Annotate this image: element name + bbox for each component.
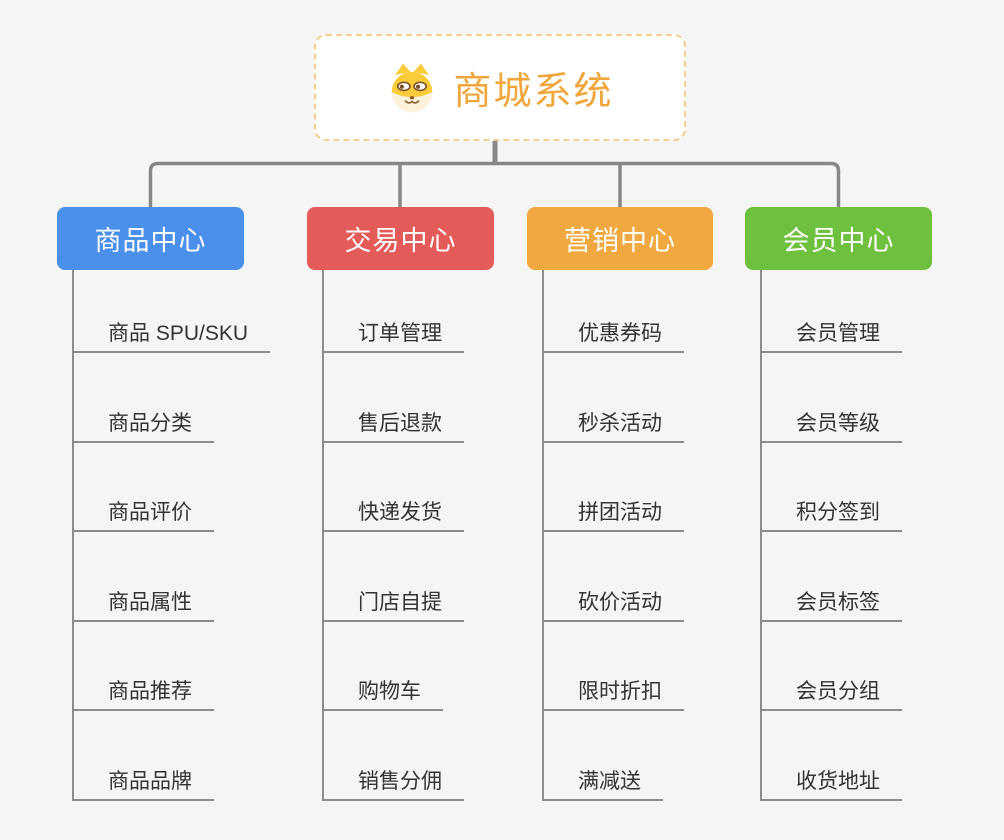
leaf-node[interactable]: 会员等级 bbox=[762, 353, 902, 443]
leaf-label: 优惠券码 bbox=[578, 322, 662, 345]
leaf-label: 商品品牌 bbox=[108, 769, 192, 793]
leaf-node[interactable]: 商品 SPU/SKU bbox=[74, 270, 271, 353]
leaf-node[interactable]: 商品属性 bbox=[74, 532, 214, 622]
leaf-label: 售后退款 bbox=[358, 411, 442, 435]
leaf-label: 会员等级 bbox=[796, 411, 880, 435]
leaf-label: 门店自提 bbox=[358, 590, 442, 614]
leaf-node[interactable]: 收货地址 bbox=[762, 711, 902, 801]
leaf-label: 满减送 bbox=[578, 769, 641, 793]
leaf-label: 会员标签 bbox=[796, 590, 880, 614]
leaf-node[interactable]: 售后退款 bbox=[324, 353, 464, 443]
branch-header-trade-center[interactable]: 交易中心 bbox=[307, 207, 494, 270]
branch-children-member-center: 会员管理 会员等级 积分签到 会员标签 会员分组 收货地址 bbox=[760, 270, 902, 801]
leaf-node[interactable]: 购物车 bbox=[324, 622, 443, 711]
leaf-label: 商品分类 bbox=[108, 411, 192, 435]
leaf-node[interactable]: 商品推荐 bbox=[74, 622, 214, 711]
leaf-node[interactable]: 满减送 bbox=[544, 711, 663, 801]
leaf-label: 商品推荐 bbox=[108, 680, 192, 703]
leaf-label: 快递发货 bbox=[358, 501, 442, 524]
root-node[interactable]: 商城系统 bbox=[314, 34, 686, 141]
leaf-node[interactable]: 门店自提 bbox=[324, 532, 464, 622]
leaf-node[interactable]: 会员标签 bbox=[762, 532, 902, 622]
branch-children-marketing-center: 优惠券码 秒杀活动 拼团活动 砍价活动 限时折扣 满减送 bbox=[542, 270, 684, 801]
leaf-node[interactable]: 砍价活动 bbox=[544, 532, 684, 622]
leaf-node[interactable]: 积分签到 bbox=[762, 443, 902, 532]
root-node-label: 商城系统 bbox=[453, 71, 614, 113]
leaf-label: 销售分佣 bbox=[358, 769, 442, 793]
leaf-label: 购物车 bbox=[358, 680, 421, 703]
leaf-node[interactable]: 拼团活动 bbox=[544, 443, 684, 532]
leaf-node[interactable]: 优惠券码 bbox=[544, 270, 684, 353]
dog-face-icon bbox=[392, 63, 433, 112]
leaf-label: 积分签到 bbox=[796, 501, 880, 524]
leaf-node[interactable]: 秒杀活动 bbox=[544, 353, 684, 443]
leaf-node[interactable]: 商品评价 bbox=[74, 443, 214, 532]
leaf-node[interactable]: 销售分佣 bbox=[324, 711, 464, 801]
leaf-node[interactable]: 商品分类 bbox=[74, 353, 214, 443]
leaf-label: 会员分组 bbox=[796, 680, 880, 703]
leaf-label: 限时折扣 bbox=[578, 680, 662, 703]
branch-header-label: 会员中心 bbox=[782, 226, 895, 256]
branch-header-label: 商品中心 bbox=[94, 226, 207, 256]
leaf-node[interactable]: 商品品牌 bbox=[74, 711, 214, 801]
leaf-label: 订单管理 bbox=[358, 322, 442, 345]
branch-children-product-center: 商品 SPU/SKU 商品分类 商品评价 商品属性 商品推荐 商品品牌 bbox=[72, 270, 271, 801]
leaf-node[interactable]: 会员管理 bbox=[762, 270, 902, 353]
branch-header-label: 营销中心 bbox=[564, 226, 676, 256]
branch-header-label: 交易中心 bbox=[344, 226, 457, 256]
leaf-label: 商品 SPU/SKU bbox=[108, 322, 249, 345]
leaf-label: 会员管理 bbox=[796, 322, 880, 345]
leaf-label: 商品评价 bbox=[108, 501, 192, 524]
leaf-label: 拼团活动 bbox=[578, 501, 662, 524]
leaf-label: 收货地址 bbox=[796, 769, 880, 793]
leaf-node[interactable]: 快递发货 bbox=[324, 443, 464, 532]
leaf-label: 商品属性 bbox=[108, 590, 192, 614]
branch-header-member-center[interactable]: 会员中心 bbox=[745, 207, 932, 270]
branch-children-trade-center: 订单管理 售后退款 快递发货 门店自提 购物车 销售分佣 bbox=[322, 270, 464, 801]
leaf-node[interactable]: 限时折扣 bbox=[544, 622, 684, 711]
leaf-node[interactable]: 会员分组 bbox=[762, 622, 902, 711]
leaf-label: 秒杀活动 bbox=[578, 411, 662, 435]
leaf-label: 砍价活动 bbox=[578, 590, 662, 614]
branch-header-product-center[interactable]: 商品中心 bbox=[57, 207, 244, 270]
leaf-node[interactable]: 订单管理 bbox=[324, 270, 464, 353]
branch-header-marketing-center[interactable]: 营销中心 bbox=[527, 207, 713, 270]
